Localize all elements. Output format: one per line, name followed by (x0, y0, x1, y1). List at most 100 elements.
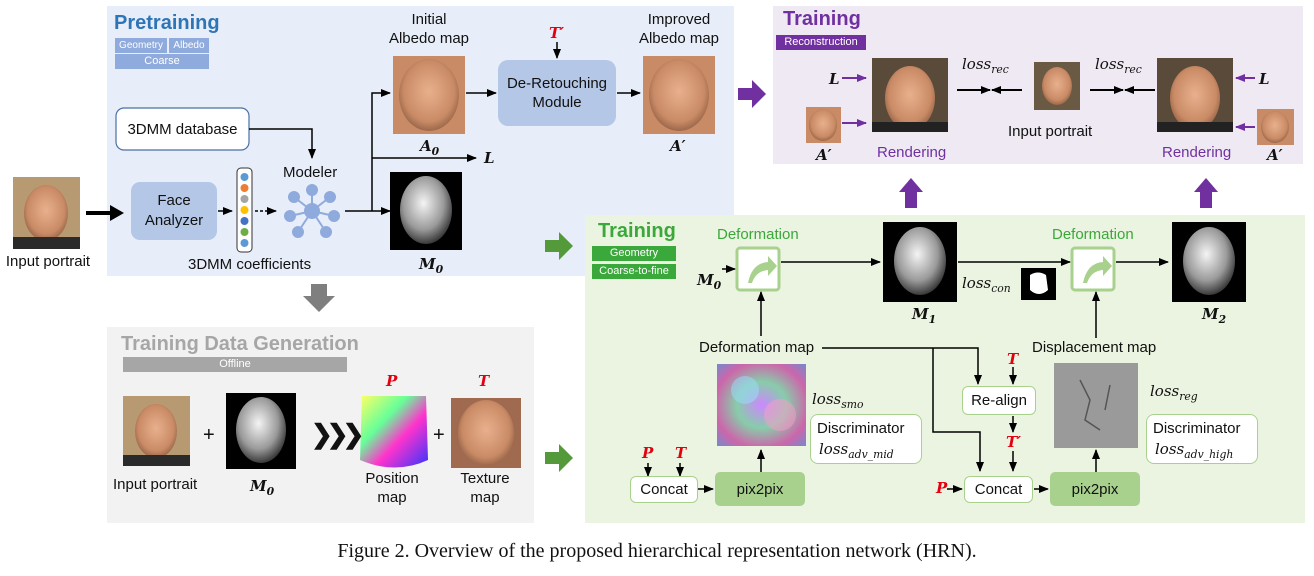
tag-albedo: Albedo (169, 38, 209, 53)
plus-2: + (433, 424, 445, 446)
displacement-map-label: Displacement map (1032, 339, 1157, 356)
t-prime-label-bottom: T′ (1006, 433, 1022, 451)
tag-offline: Offline (123, 357, 347, 372)
pix2pix-box-left: pix2pix (715, 472, 805, 506)
de-retouching-t-prime: T′ (549, 24, 565, 42)
m0-mesh-image (390, 172, 462, 250)
green-arrow-pretrain-to-training (545, 232, 573, 260)
deformation-icon-left (735, 246, 781, 292)
improved-albedo-label: Improved Albedo map (638, 11, 720, 47)
input-portrait-image (13, 177, 80, 249)
loss-reg-label: lossreg (1150, 382, 1198, 403)
purple-up-arrow-left (899, 178, 923, 208)
tag-geometry: Geometry (115, 38, 167, 53)
t-label-concat-left: T (675, 444, 687, 462)
texture-map-label: Texture map (460, 470, 510, 506)
realign-box: Re-align (962, 386, 1036, 415)
datagen-m0-label: M0 (250, 477, 275, 498)
input-portrait-center-label: Input portrait (1008, 123, 1093, 140)
face-analyzer-label: Face Analyzer (144, 192, 204, 229)
improved-albedo-image (643, 56, 715, 134)
t-label-datagen: T (478, 372, 490, 390)
loss-rec-right: lossrec (1095, 55, 1142, 76)
albedo-thumb-left (806, 107, 841, 143)
de-retouching-label: De-Retouching Module (506, 75, 608, 111)
discriminator-high-box: Discriminator lossadv_high (1146, 414, 1258, 464)
training-bottom-title: Training (598, 220, 676, 242)
modeler-label: Modeler (283, 164, 338, 181)
concat-box-left: Concat (630, 476, 698, 503)
discriminator-mid-box: Discriminator lossadv_mid (810, 414, 922, 464)
p-label-concat-right: P (936, 479, 948, 497)
input-portrait-center (1034, 62, 1080, 110)
tag-reconstruction: Reconstruction (776, 35, 866, 50)
pretraining-title: Pretraining (114, 12, 220, 34)
initial-albedo-image (393, 56, 465, 134)
m2-label: M2 (1202, 305, 1227, 326)
loss-smo-label: losssmo (812, 390, 864, 411)
discriminator-mid-label: Discriminator (817, 420, 905, 437)
purple-arrow-pretrain-to-training (738, 80, 766, 108)
rendered-face-right (1157, 58, 1233, 132)
tag-geometry-bottom: Geometry (592, 246, 676, 261)
m0-label-training: M0 (697, 271, 722, 292)
a-prime-right: A′ (1267, 146, 1283, 164)
loss-con-mask-icon (1021, 268, 1056, 300)
figure-caption: Figure 2. Overview of the proposed hiera… (337, 540, 977, 562)
deformation-icon-right (1070, 246, 1116, 292)
chevrons-icon: ❯❯❯ (311, 419, 364, 449)
datagen-input-portrait (123, 396, 190, 466)
gray-down-arrow (303, 284, 335, 312)
deformation-map-label: Deformation map (699, 339, 815, 356)
albedo-thumb-right (1257, 109, 1294, 145)
concat-box-right: Concat (964, 476, 1033, 503)
plus-1: + (203, 424, 215, 446)
3dmm-coefficients-label: 3DMM coefficients (188, 256, 312, 273)
face-analyzer-box (131, 182, 217, 240)
t-label-realign: T (1007, 350, 1019, 368)
green-arrow-datagen-to-training (545, 444, 573, 472)
a-prime-left: A′ (816, 146, 832, 164)
l-label-right: L (1259, 70, 1270, 88)
a-prime-label: A′ (670, 137, 686, 155)
displacement-map-image (1054, 363, 1138, 448)
de-retouching-box (498, 60, 616, 126)
initial-albedo-label: Initial Albedo map (388, 11, 470, 47)
m1-label: M1 (912, 305, 937, 326)
deformation-map-image (717, 364, 806, 446)
p-label-datagen: P (386, 372, 398, 390)
deformation-label-right: Deformation (1052, 226, 1134, 243)
discriminator-high-label: Discriminator (1153, 420, 1241, 437)
input-portrait-label: Input portrait (5, 253, 91, 270)
m2-mesh-image (1172, 222, 1246, 302)
datagen-m0-mesh (226, 393, 296, 469)
purple-up-arrow-right (1194, 178, 1218, 208)
loss-adv-high-label: lossadv_high (1155, 440, 1234, 461)
a0-label: A0 (420, 137, 440, 158)
tag-coarse: Coarse (115, 54, 209, 69)
l-label-left: L (829, 70, 840, 88)
3dmm-database-label: 3DMM database (127, 120, 238, 138)
loss-rec-left: lossrec (962, 55, 1009, 76)
rendering-right: Rendering (1162, 144, 1232, 161)
rendering-left: Rendering (877, 144, 947, 161)
m1-mesh-image (883, 222, 957, 302)
position-map-image (360, 396, 428, 468)
p-label-concat-left: P (642, 444, 654, 462)
loss-adv-mid-label: lossadv_mid (819, 440, 894, 461)
deformation-label-left: Deformation (717, 226, 799, 243)
pix2pix-box-right: pix2pix (1050, 472, 1140, 506)
tag-coarse-to-fine: Coarse-to-fine (592, 264, 676, 279)
rendered-face-left (872, 58, 948, 132)
loss-con-label: losscon (962, 274, 1011, 295)
input-arrow (86, 205, 124, 221)
datagen-title: Training Data Generation (121, 333, 359, 355)
training-top-title: Training (783, 8, 861, 30)
position-map-label: Position map (365, 470, 419, 506)
texture-map-image (451, 398, 521, 468)
datagen-input-portrait-label: Input portrait (113, 476, 198, 493)
modeler-network-icon (284, 184, 340, 238)
coefficient-vector-icon (236, 167, 253, 253)
l-label-pretrain: L (484, 149, 495, 167)
